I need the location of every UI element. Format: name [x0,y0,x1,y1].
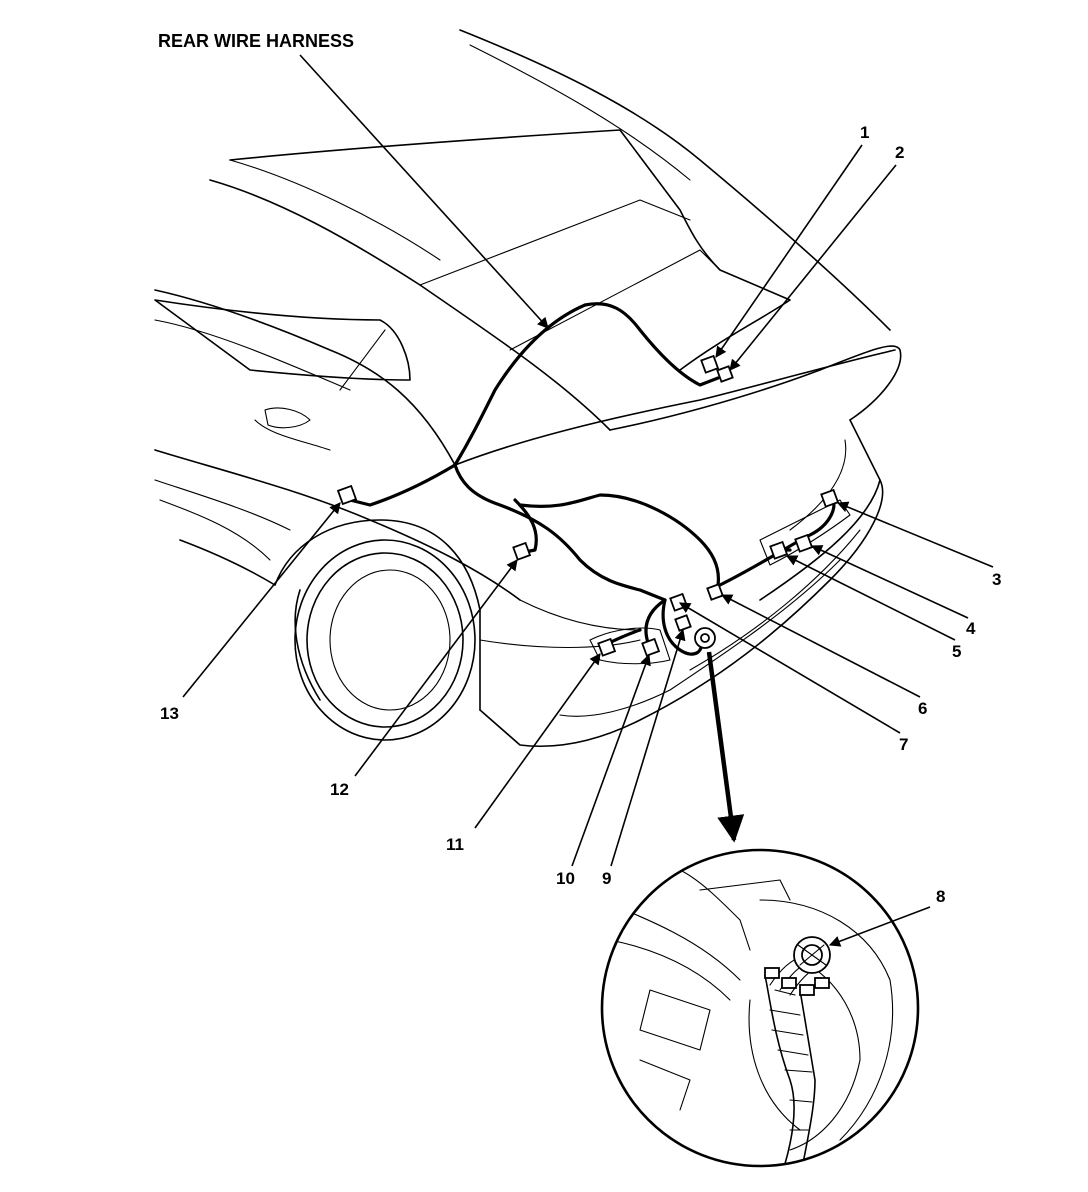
connector-9 [674,614,692,632]
connector-2 [716,365,734,383]
leader-12 [354,559,518,777]
car-body [154,29,902,748]
callout-4: 4 [966,619,976,638]
leader-10 [571,653,651,867]
connector-4 [794,533,814,553]
leader-1 [715,144,863,358]
callout-2: 2 [895,143,904,162]
connector-12 [512,541,532,561]
leader-5 [785,555,956,641]
detail-arrow [706,651,745,843]
callout-1: 1 [860,123,869,142]
leader-7 [679,602,901,734]
connector-1 [700,354,720,374]
callout-11: 11 [446,835,464,854]
detail-circle [600,848,920,1168]
leader-lines [182,54,994,947]
connector-10 [641,637,661,657]
callout-13: 13 [160,704,179,723]
connector-6 [706,583,724,601]
leader-11 [474,653,601,829]
leader-2 [729,164,897,371]
connector-3 [820,488,840,508]
callout-5: 5 [952,642,961,661]
connector-5 [769,540,789,560]
callout-12: 12 [330,780,349,799]
leader-8 [828,906,931,947]
leader-3 [836,501,994,568]
wire-harness [348,302,836,656]
callout-8: 8 [936,887,945,906]
leader-13 [182,502,341,698]
connector-13 [336,484,358,506]
callout-7: 7 [899,735,908,754]
leader-9 [610,628,686,867]
labels: REAR WIRE HARNESS 1 2 3 4 5 6 7 8 9 10 1… [158,31,1001,906]
harness-title: REAR WIRE HARNESS [158,31,354,51]
callout-10: 10 [556,869,575,888]
callout-3: 3 [992,570,1001,589]
callout-9: 9 [602,869,611,888]
ground-terminal-8-inner [700,633,710,643]
connector-7 [669,592,689,612]
detail-view [600,848,920,1168]
connector-11 [597,637,617,657]
leader-4 [810,545,969,619]
connectors [336,354,840,657]
leader-harness [299,54,549,329]
leader-6 [721,594,921,698]
callout-6: 6 [918,699,927,718]
